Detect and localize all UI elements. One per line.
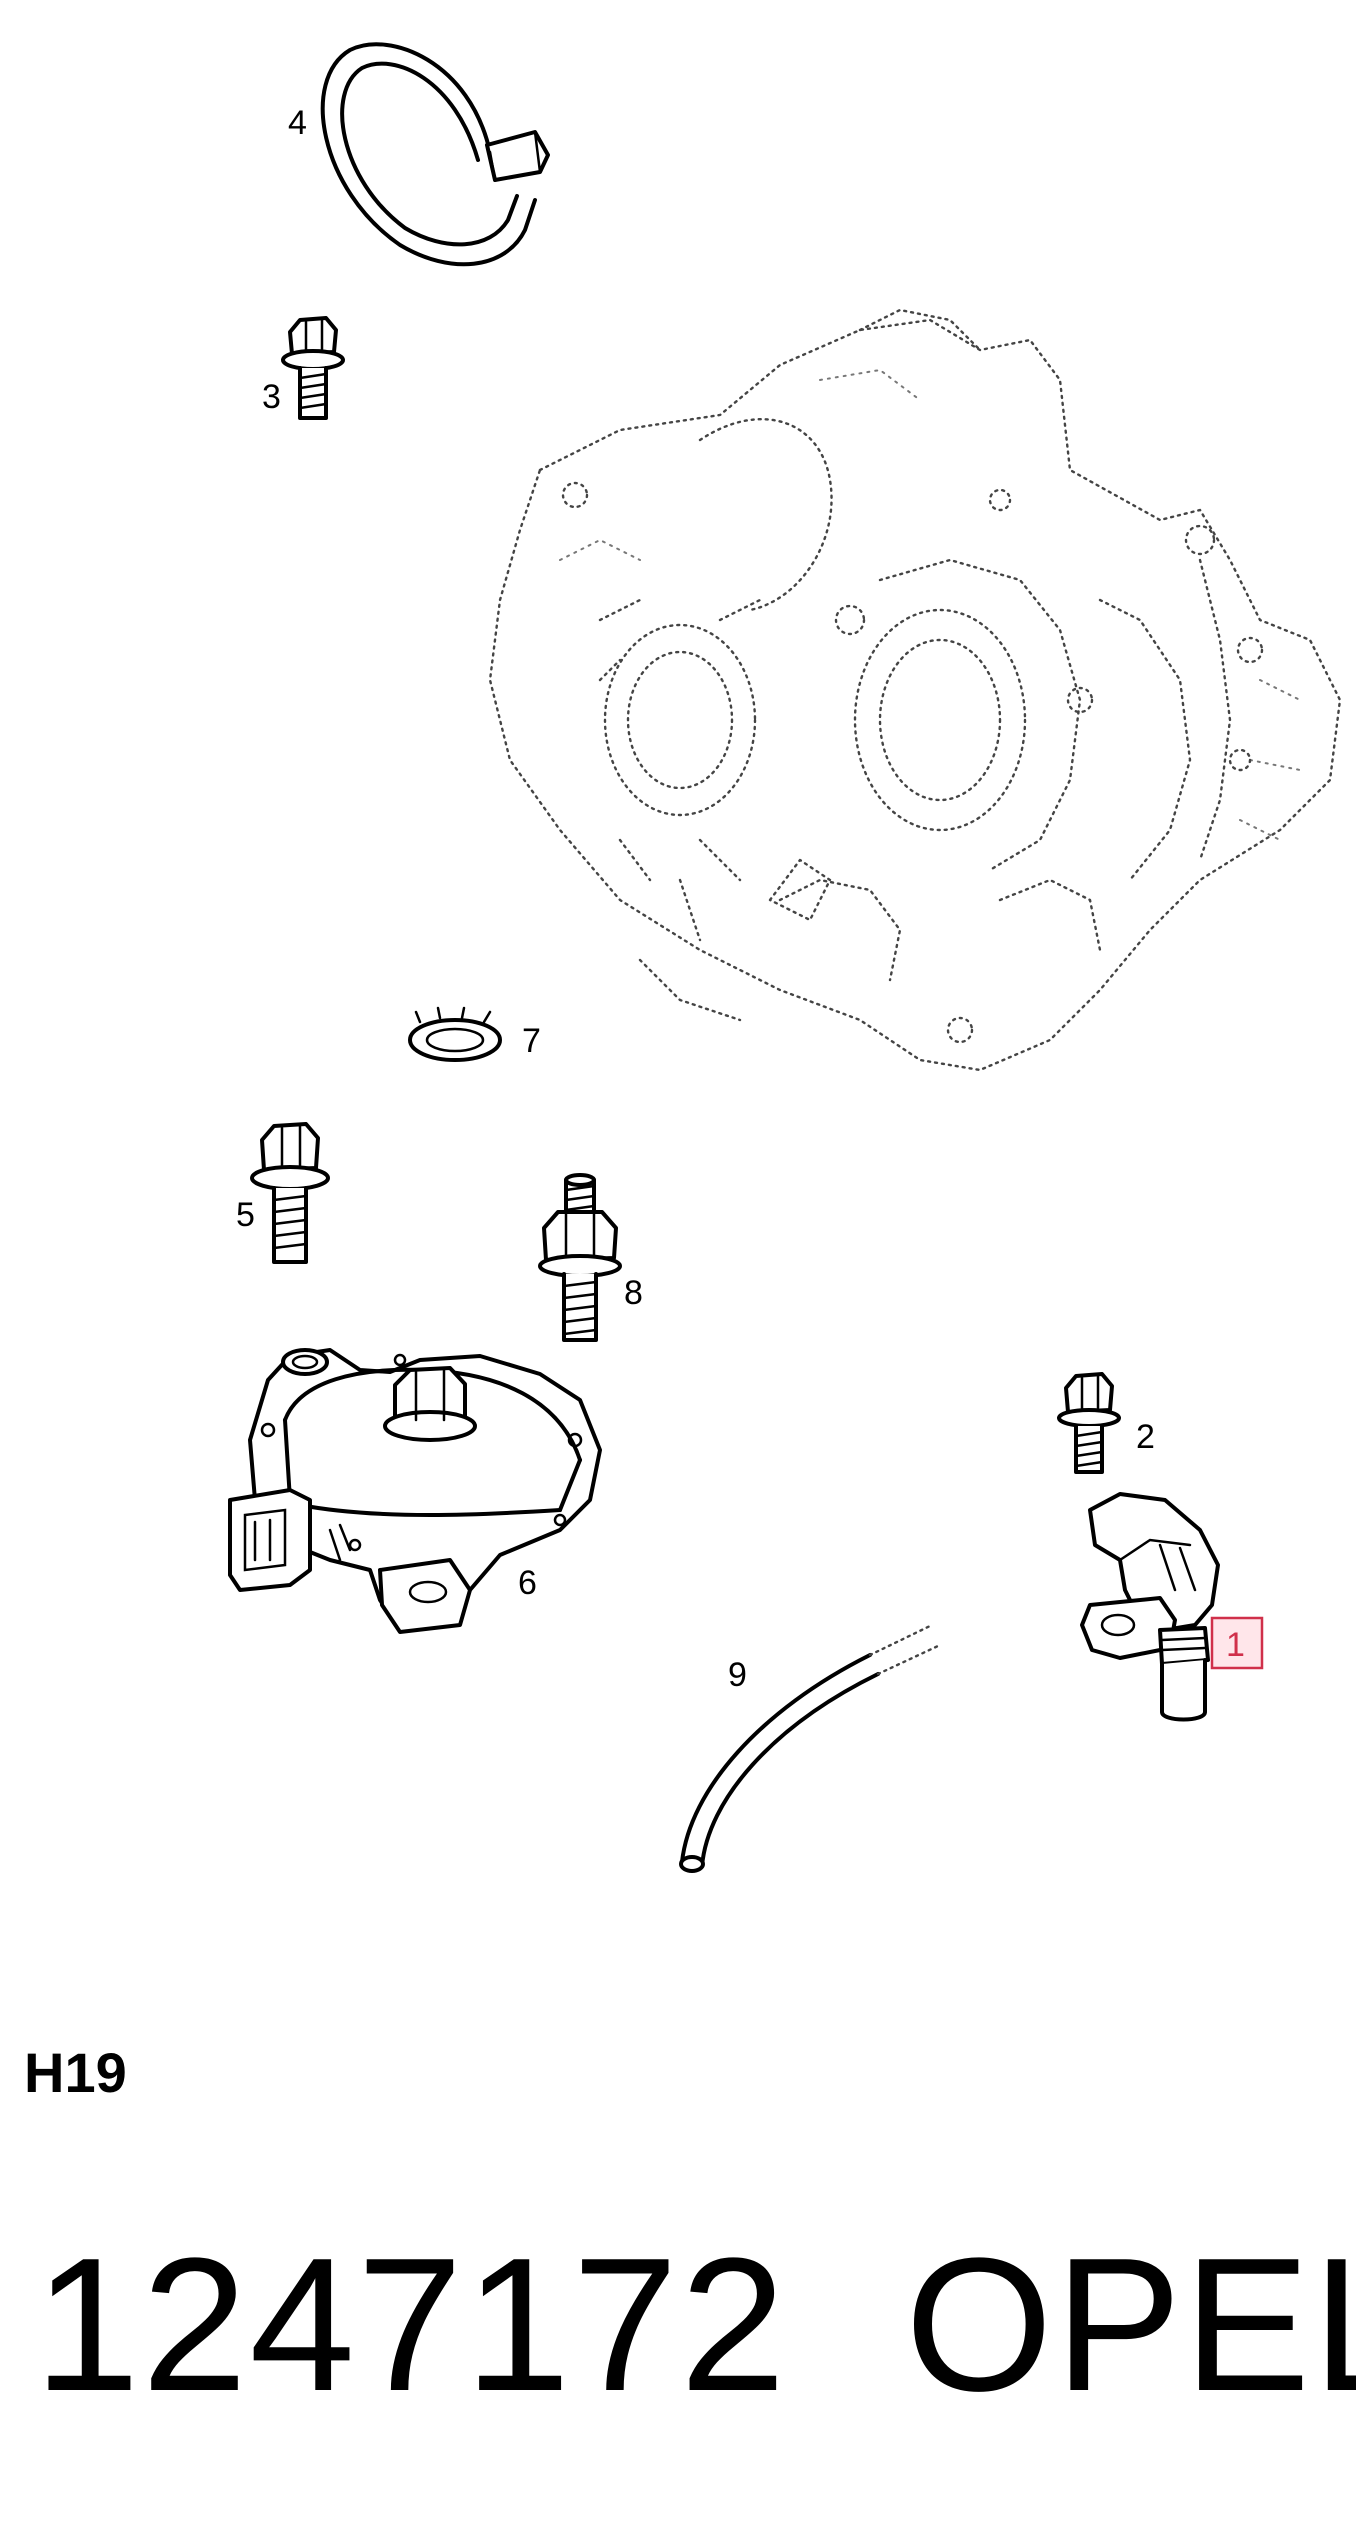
part-number: 1247172 [34, 2219, 788, 2431]
callout-1[interactable]: 1 [1226, 1626, 1245, 1664]
callout-8: 8 [624, 1274, 643, 1312]
part-2-bolt [1057, 1372, 1121, 1474]
brand-name: OPEL [905, 2219, 1356, 2431]
callout-3: 3 [262, 378, 281, 416]
part-3-bolt [281, 316, 345, 420]
callout-9: 9 [728, 1656, 747, 1694]
part-5-bolt [250, 1122, 330, 1264]
part-6-position-switch [228, 1348, 602, 1634]
callout-5: 5 [236, 1196, 255, 1234]
callout-4: 4 [288, 104, 307, 142]
callout-2: 2 [1136, 1418, 1155, 1456]
part-9-hose [679, 1624, 940, 1873]
part-8-stud [538, 1173, 622, 1342]
part-7-lock-washer [408, 1006, 502, 1062]
callout-1-highlight[interactable]: 1 [1210, 1616, 1264, 1670]
transmission-housing-ghost [488, 308, 1342, 1072]
callout-6: 6 [518, 1564, 537, 1602]
callout-1-box[interactable] [1210, 1616, 1264, 1670]
diagram-code: H19 [24, 2041, 127, 2104]
callout-7: 7 [522, 1022, 541, 1060]
part-1-sensor [1080, 1492, 1220, 1722]
part-4-clamp-band [320, 42, 550, 267]
